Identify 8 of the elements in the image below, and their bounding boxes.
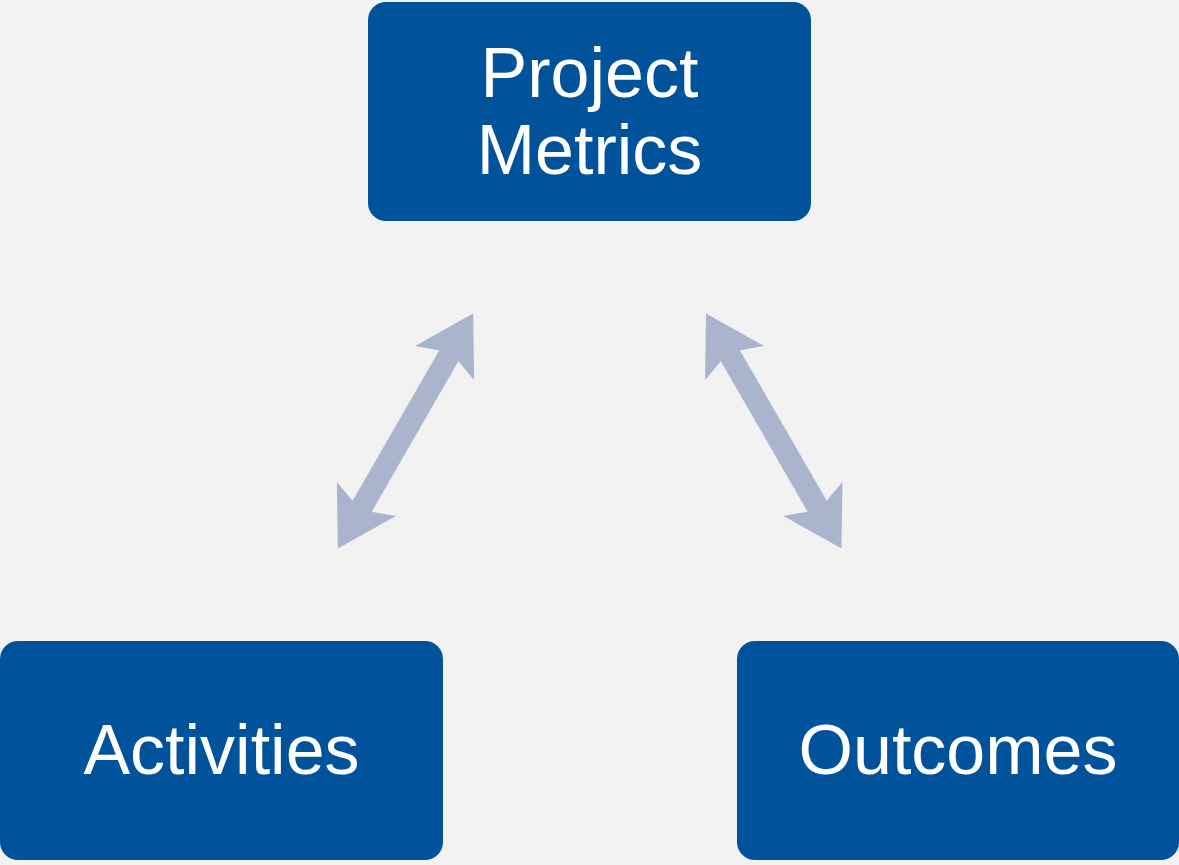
process-box [0, 641, 443, 860]
process-box [737, 641, 1179, 860]
box-label: Activities [83, 712, 360, 789]
box-label: Project Metrics [475, 34, 704, 189]
box-label: Outcomes [798, 712, 1118, 789]
double-arrow [337, 313, 474, 549]
process-box [368, 2, 811, 221]
double-arrow [706, 313, 842, 549]
